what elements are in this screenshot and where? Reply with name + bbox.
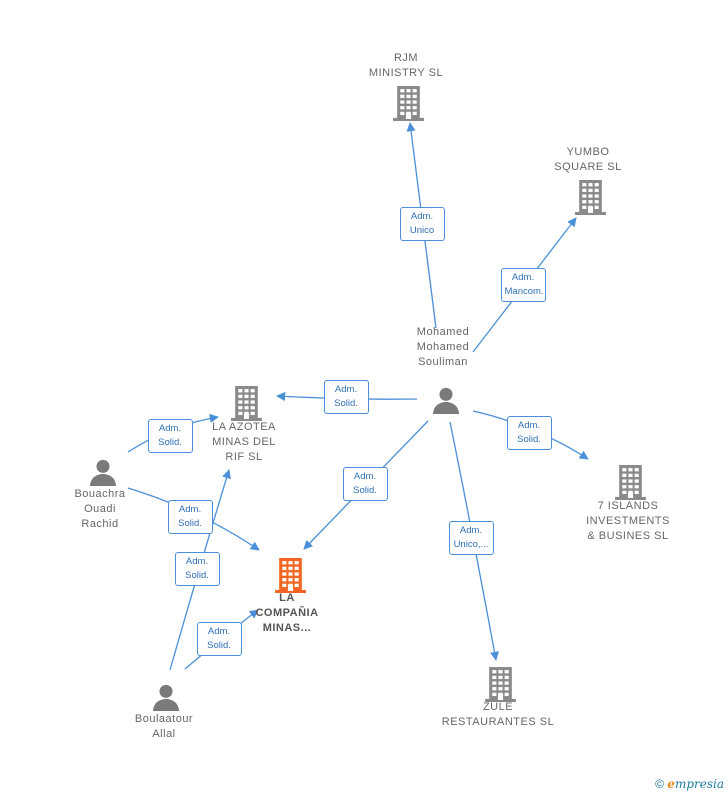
edge-label-bouachra-compania[interactable]: Adm. Solid. — [167, 500, 213, 534]
building-icon[interactable] — [484, 666, 516, 707]
building-icon[interactable] — [274, 557, 306, 598]
node-label-line: YUMBO — [566, 146, 610, 158]
node-label-line: MINAS... — [262, 622, 312, 634]
edge-label-line: Solid. — [334, 398, 358, 409]
node-label-yumbo[interactable]: YUMBO SQUARE SL — [518, 145, 658, 175]
edge-label-boulaatour-compania[interactable]: Adm. Solid. — [196, 622, 242, 656]
node-label-line: Allal — [152, 728, 176, 740]
node-label-line: RESTAURANTES SL — [441, 716, 555, 728]
building-icon[interactable] — [574, 179, 606, 220]
copyright-symbol: © — [655, 777, 664, 791]
empresia-logo: empresia — [667, 777, 724, 791]
edge-label-line: Adm. — [353, 471, 377, 482]
edge-label-line: Adm. — [158, 423, 182, 434]
node-label-line: Ouadi — [84, 503, 116, 515]
node-label-line: ZULE — [482, 701, 514, 713]
building-icon[interactable] — [230, 385, 262, 426]
node-label-compania[interactable]: LA COMPAÑIA MINAS... — [217, 591, 357, 636]
node-label-line: Mohamed — [416, 326, 470, 338]
node-label-line: RIF SL — [225, 451, 263, 463]
node-label-line: SQUARE SL — [554, 161, 622, 173]
person-icon[interactable] — [89, 458, 117, 491]
node-label-line: Souliman — [418, 356, 468, 368]
node-label-rjm[interactable]: RJM MINISTRY SL — [336, 51, 476, 81]
edge-label-line: Adm. — [207, 626, 231, 637]
node-label-line: COMPAÑIA — [255, 607, 319, 619]
edge-label-line: Adm. — [511, 272, 535, 283]
edge-label-line: Solid. — [517, 434, 541, 445]
node-label-line: Bouachra — [74, 488, 126, 500]
edge-label-line: Adm. — [178, 504, 202, 515]
footer-brand: © empresia — [655, 777, 724, 791]
node-label-line: LA AZOTEA — [212, 421, 276, 433]
edge-label-line: Solid. — [353, 485, 377, 496]
edge-label-line: Adm. — [185, 556, 209, 567]
node-label-line: RJM — [393, 52, 419, 64]
building-icon[interactable] — [614, 464, 646, 505]
node-label-line: Mohamed — [416, 341, 470, 353]
edge-label-mohamed-yumbo[interactable]: Adm. Mancom. — [500, 268, 546, 302]
node-label-line: Boulaatour — [134, 713, 194, 725]
node-label-line: & BUSINES SL — [587, 530, 669, 542]
node-label-line: 7 ISLANDS — [597, 500, 659, 512]
edge-label-mohamed-azotea[interactable]: Adm. Solid. — [323, 380, 369, 414]
edge-label-bouachra-azotea[interactable]: Adm. Solid. — [147, 419, 193, 453]
edge-label-line: Adm. — [459, 525, 483, 536]
edge-label-line: Mancom. — [504, 286, 544, 297]
edge-label-line: Unico,... — [453, 539, 489, 550]
node-label-line: MINAS DEL — [212, 436, 276, 448]
edge-label-line: Solid. — [207, 640, 231, 651]
edge-label-line: Adm. — [517, 420, 541, 431]
edge-label-line: Adm. — [334, 384, 358, 395]
edge-label-mohamed-compania[interactable]: Adm. Solid. — [342, 467, 388, 501]
edge-label-line: Adm. — [410, 211, 434, 222]
person-icon[interactable] — [152, 683, 180, 716]
edge-label-mohamed-zule[interactable]: Adm. Unico,... — [448, 521, 494, 555]
node-label-line: INVESTMENTS — [586, 515, 670, 527]
person-icon[interactable] — [432, 386, 460, 419]
edge-label-boulaatour-azotea[interactable]: Adm. Solid. — [174, 552, 220, 586]
node-label-islands[interactable]: 7 ISLANDS INVESTMENTS & BUSINES SL — [558, 499, 698, 544]
edge-label-mohamed-rjm[interactable]: Adm. Unico — [399, 207, 445, 241]
node-label-line: MINISTRY SL — [368, 67, 444, 79]
edge-label-mohamed-islands[interactable]: Adm. Solid. — [506, 416, 552, 450]
node-label-azotea[interactable]: LA AZOTEA MINAS DEL RIF SL — [174, 420, 314, 465]
edge-label-line: Solid. — [185, 570, 209, 581]
edge-label-line: Solid. — [178, 518, 202, 529]
building-icon[interactable] — [392, 85, 424, 126]
edge-label-line: Unico — [409, 225, 435, 236]
node-label-zule[interactable]: ZULE RESTAURANTES SL — [428, 700, 568, 730]
edge-label-line: Solid. — [158, 437, 182, 448]
node-label-line: LA — [279, 592, 295, 604]
node-label-line: Rachid — [81, 518, 119, 530]
